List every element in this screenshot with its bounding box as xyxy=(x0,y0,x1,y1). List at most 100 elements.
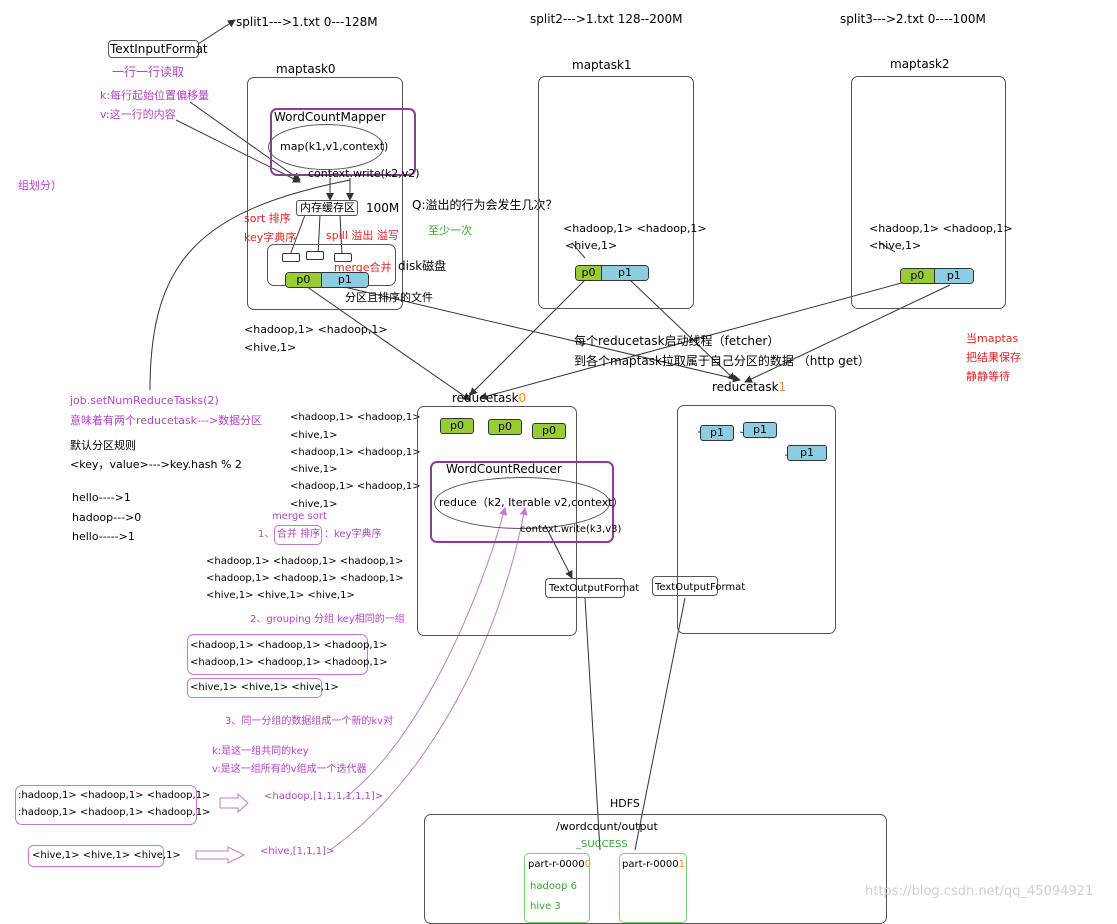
part0-line2: hive 3 xyxy=(530,901,561,912)
reducetask0-title-idx: 0 xyxy=(518,391,527,405)
reduce-input-6: <hive,1> xyxy=(290,499,338,510)
maptask1-p0: p0 xyxy=(576,266,601,280)
buffer-box xyxy=(296,200,358,216)
rt1-chip-2: p1 xyxy=(743,422,777,438)
mt2-hive-line xyxy=(879,242,896,253)
read-line-label: 一行一行读取 xyxy=(112,65,185,79)
reducetask1-title-main: reducetask xyxy=(712,380,779,394)
buffer-size: 100M xyxy=(366,201,400,215)
rt1-chip-1: p1 xyxy=(700,425,734,441)
merge-sort-label: merge sort xyxy=(272,511,327,522)
mapper-title: WordCountMapper xyxy=(274,110,386,124)
spill-file-1 xyxy=(282,253,300,262)
hdfs-label: HDFS xyxy=(610,797,640,810)
kv-to-reducer-1 xyxy=(344,507,508,799)
part0-name: part-r-00000 xyxy=(528,859,591,871)
group-hadoop-1: <hadoop,1> <hadoop,1> <hadoop,1> xyxy=(190,640,388,651)
right-red-3: 静静等待 xyxy=(966,370,1010,383)
split1-arrow xyxy=(197,19,236,45)
split1-label: split1--->1.txt 0---128M xyxy=(236,15,378,29)
right-red-1: 当maptas xyxy=(966,332,1019,345)
v-note-arrow xyxy=(175,119,301,183)
k-note-arrow xyxy=(189,101,301,181)
job-meaning: 意味着有两个reducetask--->数据分区 xyxy=(70,414,263,427)
maptask2-line1: <hadoop,1> <hadoop,1> xyxy=(869,222,1013,235)
group-hadoop-2: <hadoop,1> <hadoop,1> <hadoop,1> xyxy=(190,657,388,668)
step1-box xyxy=(274,525,322,545)
reducetask0-title-main: reducetask xyxy=(452,391,519,405)
maptask0-title: maptask0 xyxy=(276,62,336,76)
buffer-label: 内存缓存区 xyxy=(300,201,355,214)
step3-label: 3、同一分组的数据组成一个新的kv对 xyxy=(225,716,394,727)
kv-hadoop-2: :hadoop,1> <hadoop,1> <hadoop,1> xyxy=(18,807,211,818)
maptask1-line1: <hadoop,1> <hadoop,1> xyxy=(563,222,707,235)
buffer-spill-1 xyxy=(289,214,306,256)
maptask2-partition-file: p0 p1 xyxy=(900,268,974,284)
reducetask1-box xyxy=(677,405,836,634)
step1-box-label: 合并 排序 xyxy=(277,529,321,540)
maptask2-title: maptask2 xyxy=(890,57,950,71)
reduce-input-5: <hadoop,1> <hadoop,1> xyxy=(290,481,421,492)
wordcount-reducer-box xyxy=(430,461,614,543)
mt2-p1-to-rt1 xyxy=(744,284,951,383)
rt1-output-format-box xyxy=(652,576,718,596)
maptask1-partition-file: p0 p1 xyxy=(575,265,649,281)
reduce-input-2: <hive,1> xyxy=(290,430,338,441)
part0-prefix: part-r-0000 xyxy=(528,859,585,870)
spill-file-2 xyxy=(306,251,324,260)
step2-label: 2、grouping 分组 key相同的一组 xyxy=(250,614,405,625)
step1-prefix: 1、 xyxy=(258,529,275,540)
buffer-spill-3 xyxy=(339,214,343,256)
k-offset-note: k:每行起始位置偏移量 xyxy=(100,89,210,102)
step1-suffix: ：key字典序 xyxy=(324,529,382,540)
merged-line-1: <hadoop,1> <hadoop,1> <hadoop,1> xyxy=(206,556,404,567)
buffer-spill-2 xyxy=(317,214,321,256)
mt0-p1-to-rt1 xyxy=(339,285,741,383)
maptask0-p0: p0 xyxy=(286,273,321,287)
k-desc: k:是这一组共同的key xyxy=(212,746,309,757)
partition-fragment: 组划分） xyxy=(18,179,62,192)
reduce-input-4: <hive,1> xyxy=(290,464,338,475)
rule-example-1: hello---->1 xyxy=(72,491,131,504)
sorted-file-label: 分区且排序的文件 xyxy=(345,291,433,304)
rt0-chip-1: p0 xyxy=(440,418,474,434)
key-order-label: key字典序 xyxy=(244,231,297,244)
part0-idx: 0 xyxy=(584,859,592,870)
maptask0-out-2: <hive,1> xyxy=(244,341,297,354)
watermark: https://blog.csdn.net/qq_45094921 xyxy=(865,884,1094,899)
maptask1-p1: p1 xyxy=(600,266,648,280)
kv-to-reducer-2 xyxy=(329,507,528,851)
partition-curve xyxy=(149,179,351,391)
context-write-map: context.write(k2,v2) xyxy=(308,167,420,180)
map-call: map(k1,v1,context) xyxy=(280,140,389,153)
reduce-ellipse xyxy=(434,477,610,529)
kv-hadoop-box xyxy=(15,785,197,825)
hdfs-path: /wordcount/output xyxy=(556,820,658,833)
hdfs-success: _SUCCESS xyxy=(576,839,628,850)
sort-label: sort 排序 xyxy=(244,212,291,225)
kv-hadoop-1: :hadoop,1> <hadoop,1> <hadoop,1> xyxy=(18,790,211,801)
mt1-hive-line xyxy=(571,242,586,259)
mt0-p0-to-rt0 xyxy=(299,281,471,401)
group-hadoop-box xyxy=(187,634,368,675)
v-content-note: v:这一行的内容 xyxy=(100,108,176,121)
kv-hadoop-result: <hadoop,[1,1,1,1,1,1]> xyxy=(264,791,384,802)
spill-label: spill 溢出 溢写 xyxy=(326,229,399,242)
job-set-reduce: job.setNumReduceTasks(2) xyxy=(70,394,219,407)
map-ellipse xyxy=(268,124,384,170)
part1-idx: 1 xyxy=(678,859,686,870)
rule-example-3: hello----->1 xyxy=(72,530,135,543)
maptask1-box xyxy=(538,76,694,309)
merge-label: merge合并 xyxy=(334,261,392,274)
rt0-chip-2: p0 xyxy=(488,419,522,435)
reducetask1-title-idx: 1 xyxy=(778,380,787,394)
fetcher-line2: 到各个maptask拉取属于自己分区的数据 （http get） xyxy=(574,354,870,368)
maptask0-out-1: <hadoop,1> <hadoop,1> xyxy=(244,323,388,336)
context-write-reduce: context.write(k3,v3) xyxy=(520,524,622,535)
maptask2-p1: p1 xyxy=(933,269,973,283)
maptask0-p1: p1 xyxy=(320,273,368,287)
group-hive: <hive,1> <hive,1> <hive,1> xyxy=(190,682,339,693)
part0-line1: hadoop 6 xyxy=(530,881,577,892)
rt1-chip-3: p1 xyxy=(787,445,827,461)
